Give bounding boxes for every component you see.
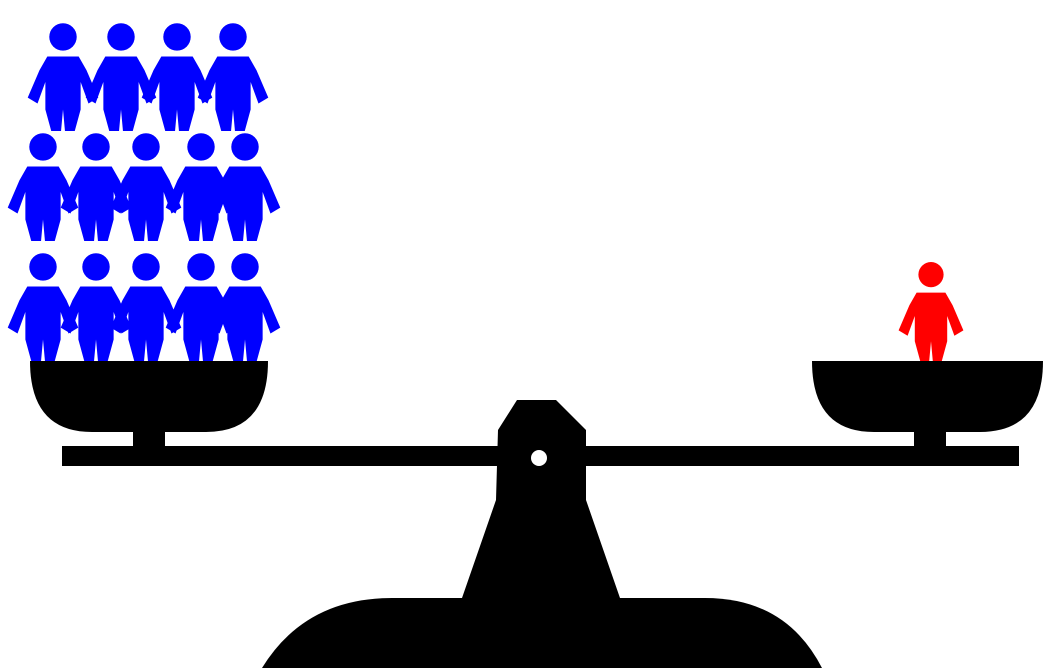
person-icon (86, 23, 157, 131)
right-pan-bowl (812, 361, 1043, 432)
right-pan-stem (914, 430, 946, 446)
single-person (899, 262, 964, 361)
scale-column (462, 400, 620, 598)
left-pan-bowl (30, 361, 268, 432)
person-icon (198, 23, 269, 131)
group-of-people (8, 23, 281, 361)
left-pan (30, 361, 268, 446)
person-icon (142, 23, 213, 131)
person-icon (111, 133, 182, 241)
person-icon (111, 253, 182, 361)
scale-base (262, 598, 822, 668)
pivot-pin (531, 450, 547, 466)
person-icon (210, 253, 281, 361)
person-icon (899, 262, 964, 361)
right-pan (812, 361, 1043, 446)
left-pan-stem (133, 430, 165, 446)
balance-scale (30, 361, 1043, 668)
person-icon (8, 253, 79, 361)
person-icon (28, 23, 99, 131)
person-icon (210, 133, 281, 241)
person-icon (8, 133, 79, 241)
